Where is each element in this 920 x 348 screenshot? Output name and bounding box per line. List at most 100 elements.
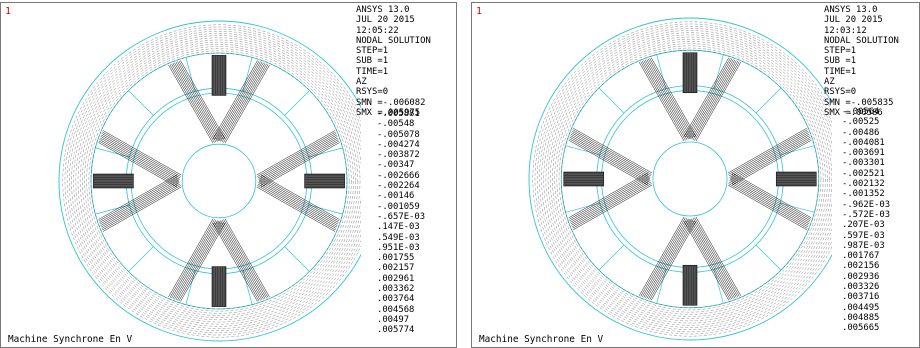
flux-line (568, 172, 648, 219)
stator-bore-circle (596, 85, 784, 273)
legend-value: .002157 (377, 263, 415, 274)
legend-value: .597E-03 (842, 230, 885, 241)
flux-line (649, 58, 695, 138)
flux-line (168, 218, 214, 298)
flux-line (688, 59, 734, 139)
flux-line (174, 220, 220, 300)
flux-line (558, 47, 822, 311)
flux-line (683, 221, 730, 301)
flux-line (732, 139, 812, 186)
rotor-outer-circle (601, 90, 779, 268)
flux-line (256, 186, 336, 232)
flux-line (98, 142, 177, 188)
flux-line (547, 36, 832, 322)
info-line: RSYS=0 (356, 87, 389, 98)
flux-line (217, 62, 263, 141)
magnet-bar (304, 173, 345, 189)
flux-line (694, 217, 740, 297)
info-line: AZ (356, 77, 367, 88)
legend-value: -.002521 (842, 168, 885, 179)
flux-line (556, 45, 824, 313)
flux-line (98, 174, 177, 220)
flux-line (180, 223, 226, 302)
legend-value: .005774 (377, 325, 415, 336)
flux-line (545, 34, 832, 324)
motor-cross-section-plot (58, 20, 361, 342)
flux-line (640, 217, 686, 297)
flux-line (685, 58, 731, 138)
flux-line (257, 133, 337, 179)
magnet-bar (211, 55, 227, 96)
slot-boundary-line (185, 270, 196, 305)
rotor-outer-circle (130, 92, 308, 270)
stator-outer-circle (58, 20, 361, 342)
flux-line (731, 136, 811, 183)
flux-line (646, 219, 692, 299)
info-line: TIME=1 (824, 66, 857, 77)
legend-value: -.00347 (377, 160, 415, 171)
flux-line (260, 177, 339, 223)
flux-line (169, 64, 215, 143)
slot-boundary-line (185, 57, 196, 92)
flux-line (62, 24, 361, 338)
flux-line (638, 216, 685, 296)
magnet-bar (682, 264, 698, 306)
flux-line (66, 28, 361, 334)
flux-line (175, 62, 221, 141)
flux-line (64, 26, 361, 336)
flux-line (178, 60, 224, 140)
flux-line (215, 222, 261, 301)
flux-line (689, 59, 736, 139)
flux-line (258, 134, 337, 180)
flux-line (177, 61, 223, 140)
flux-line (212, 223, 258, 302)
flux-line (550, 39, 830, 319)
slot-boundary-line (656, 54, 667, 89)
flux-line (731, 174, 811, 220)
flux-line (569, 174, 649, 220)
solution-info-block: ANSYS 13.0 JUL 20 2015 12:05:22 NODAL SO… (356, 5, 452, 118)
legend-value: -.00564 (842, 107, 880, 117)
legend-value: -.001352 (842, 189, 885, 200)
flux-line (102, 185, 181, 231)
flux-line (730, 177, 810, 223)
flux-line (729, 132, 809, 178)
legend-value: .147E-03 (377, 222, 420, 233)
flux-line (643, 60, 689, 140)
flux-line (261, 142, 340, 188)
slot-boundary-line (128, 246, 154, 272)
flux-line (259, 137, 338, 183)
flux-line (569, 175, 649, 222)
ansys-plot-window-right: 1 ANSYS 13.0 JUL 20 2015 12:03:12 NODAL … (471, 2, 920, 348)
stator-bore-circle (125, 87, 313, 275)
legend-value: -.00146 (377, 191, 415, 202)
flux-line (172, 63, 218, 142)
legend-value: .004495 (842, 302, 880, 313)
flux-line (688, 219, 734, 299)
flux-line (100, 137, 179, 183)
flux-line (571, 132, 651, 178)
flux-line (214, 60, 260, 140)
legend-value: -.962E-03 (842, 199, 891, 210)
legend-value: -.005078 (377, 129, 420, 140)
slot-boundary-line (755, 244, 782, 271)
magnet-bar (775, 171, 817, 187)
flux-line (728, 130, 809, 177)
flux-line (171, 219, 217, 299)
legend-value: .951E-03 (377, 242, 420, 253)
flux-line (259, 179, 338, 225)
flux-line (73, 35, 361, 327)
slot-boundary-line (598, 244, 625, 271)
flux-line (689, 219, 736, 299)
flux-line (221, 63, 267, 143)
info-line: SUB =1 (356, 56, 389, 67)
flux-line (572, 183, 652, 229)
info-line: STEP=1 (356, 46, 389, 57)
flux-line (647, 220, 694, 300)
slot-boundary-line (780, 145, 815, 156)
legend-value: .001767 (842, 251, 880, 262)
flux-line (88, 50, 350, 312)
legend-value: .004885 (842, 312, 880, 323)
legend-value: -.657E-03 (377, 211, 426, 222)
flux-line (218, 220, 264, 300)
